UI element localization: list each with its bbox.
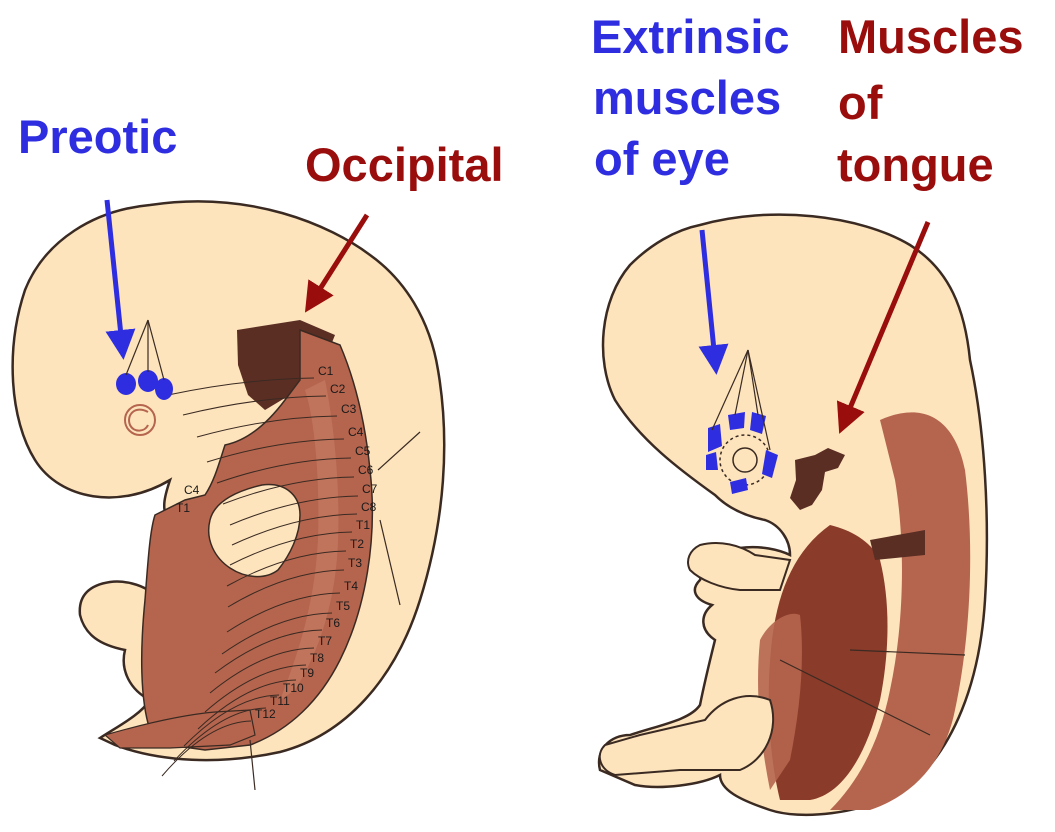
segment-label-t2: T2 [350, 537, 364, 551]
segment-label-c3: C3 [341, 402, 357, 416]
segment-label-t11: T11 [270, 694, 290, 708]
segment-label-c8: C8 [361, 500, 377, 514]
segment-label-t1: T1 [356, 518, 370, 532]
tongue-label: tongue [837, 141, 994, 188]
of-eye-label: of eye [594, 135, 730, 182]
segment-label-t7: T7 [318, 634, 332, 648]
segment-label-c1: C1 [318, 364, 334, 378]
segment-label-t6: T6 [326, 616, 340, 630]
segment-label-t3: T3 [348, 556, 362, 570]
segment-label-c7: C7 [362, 482, 378, 496]
left-embryo: C1C2C3C4C5C6C7C8T1T2T3T4T5T6T7T8T9T10T11… [13, 200, 445, 790]
extrinsic-label: Extrinsic [591, 13, 790, 60]
of-label: of [838, 79, 882, 126]
segment-label-t5: T5 [336, 599, 350, 613]
preotic-label: Preotic [18, 113, 177, 160]
muscles-right-label: Muscles [838, 13, 1023, 60]
segment-label-c6: C6 [358, 463, 374, 477]
side-label-c4: C4 [184, 483, 200, 497]
segment-label-c4: C4 [348, 425, 364, 439]
segment-label-t12: T12 [255, 707, 276, 721]
segment-label-t4: T4 [344, 579, 358, 593]
muscles-left-label: muscles [593, 74, 781, 121]
segment-label-t8: T8 [310, 651, 324, 665]
segment-label-c2: C2 [330, 382, 346, 396]
occipital-label: Occipital [305, 141, 504, 188]
side-label-t1: T1 [176, 501, 190, 515]
right-embryo [599, 215, 987, 815]
segment-label-t9: T9 [300, 666, 314, 680]
segment-label-c5: C5 [355, 444, 371, 458]
segment-label-t10: T10 [283, 681, 304, 695]
